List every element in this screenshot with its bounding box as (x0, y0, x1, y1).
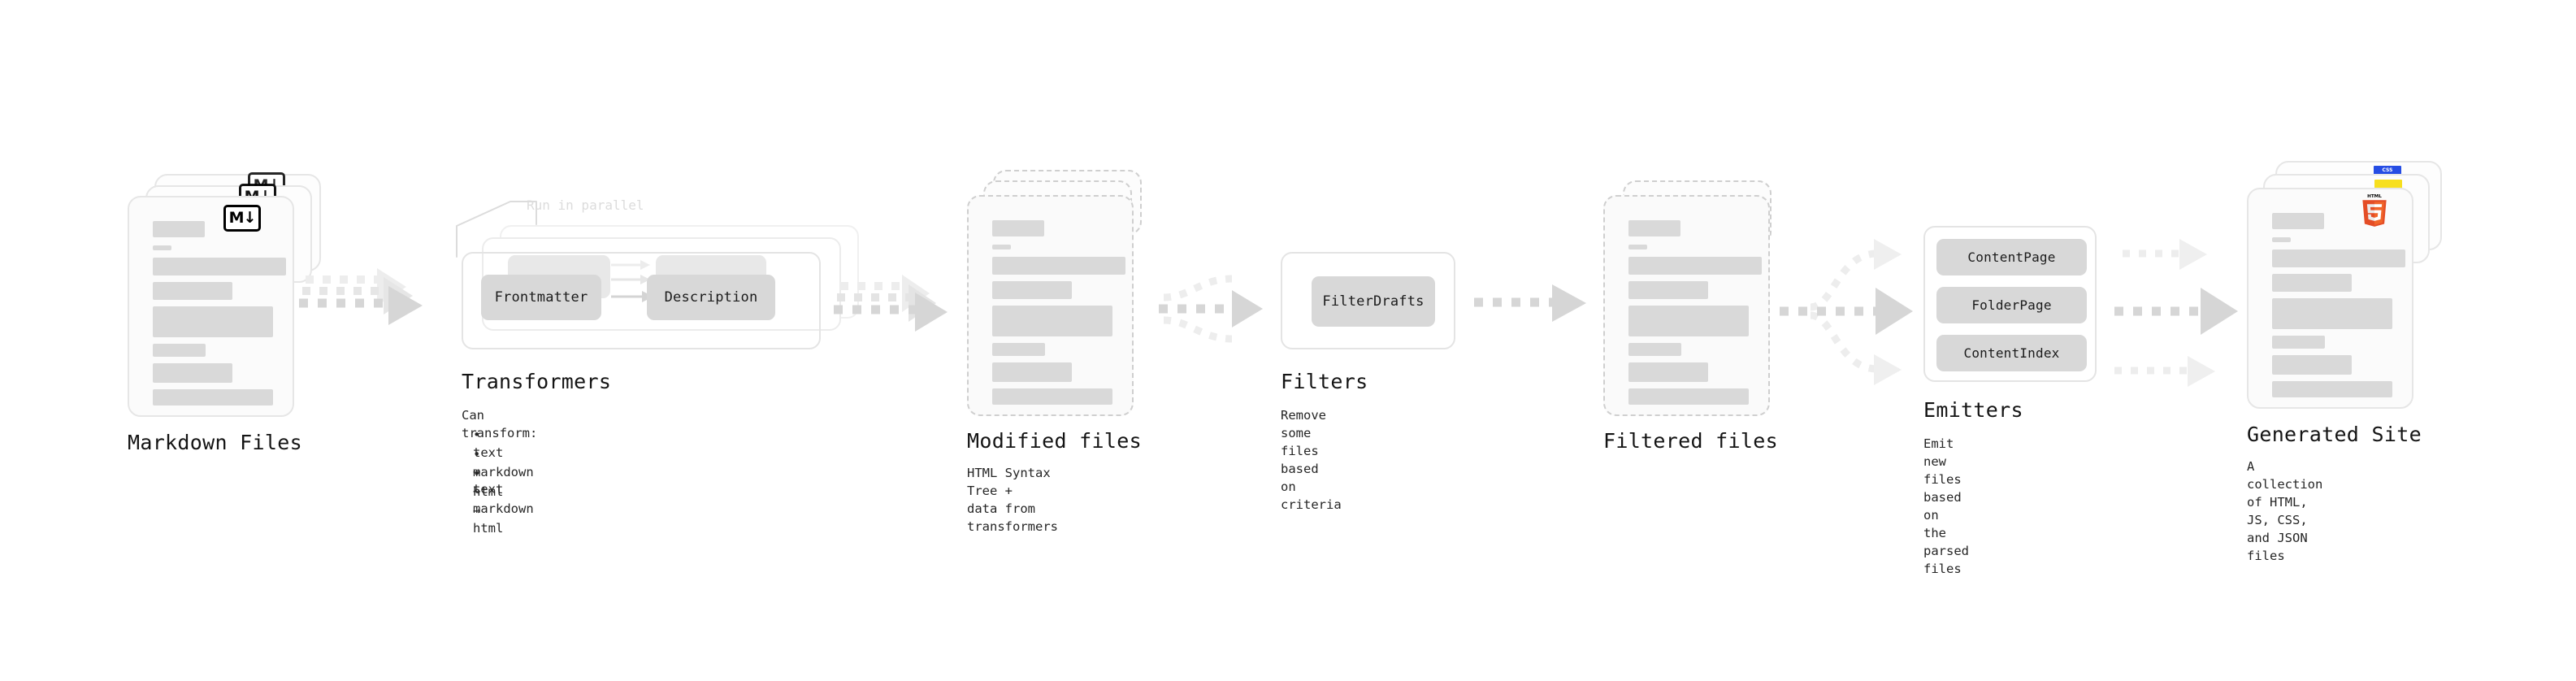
doc-line (2272, 237, 2291, 242)
transformer-chip-frontmatter-label: Frontmatter (494, 289, 588, 306)
doc-line (1628, 281, 1708, 299)
arrow-filtered-to-emitters (1780, 239, 1913, 385)
stage-subtitle-filters: Remove some files based on criteria (1281, 408, 1342, 512)
doc-line (992, 220, 1044, 236)
doc-line (992, 306, 1112, 336)
doc-line (1628, 343, 1681, 356)
doc-line (153, 258, 286, 275)
doc-line (153, 344, 206, 357)
emitters-chip-folderpage[interactable]: FolderPage (1936, 287, 2087, 323)
stage-title-transformers: Transformers (462, 370, 612, 393)
stage-subtitle-transformers: Can transform: (462, 408, 538, 440)
stage-subtitle-modified-files: HTML Syntax Tree + data from transformer… (967, 466, 1058, 534)
run-in-parallel-bracket (456, 201, 537, 258)
arrow-modified-to-filters (1159, 275, 1263, 343)
filters-chip-filterdrafts[interactable]: FilterDrafts (1312, 276, 1435, 327)
arrow-transformers-to-modified (834, 275, 948, 332)
filters-panel: FilterDrafts (1281, 252, 1455, 349)
emitters-chip-folderpage-label: FolderPage (1971, 297, 2052, 313)
doc-line (1628, 220, 1680, 236)
markdown-badge-icon: M↓ (223, 205, 261, 232)
doc-line (153, 282, 232, 300)
site-card-front (2247, 188, 2413, 409)
doc-line (153, 306, 273, 337)
transformer-chip-description-label: Description (664, 289, 758, 306)
stage-title-emitters: Emitters (1923, 398, 2023, 422)
markdown-card-front (128, 196, 294, 417)
arrow-filters-to-filtered (1474, 284, 1586, 322)
transformer-chip-frontmatter[interactable]: Frontmatter (481, 275, 601, 320)
transformers-bullet-1: • text → text (473, 427, 504, 497)
doc-line (992, 388, 1112, 405)
doc-line (1628, 245, 1647, 249)
svg-text:HTML: HTML (2367, 194, 2382, 199)
stage-title-modified-files: Modified files (967, 429, 1142, 453)
doc-line (153, 389, 273, 406)
modified-card-front (967, 195, 1134, 416)
stage-title-generated-site: Generated Site (2247, 423, 2422, 446)
transformers-bullet-3: • html → html (473, 466, 504, 536)
doc-line (992, 245, 1011, 249)
doc-line (2272, 213, 2324, 229)
emitters-chip-contentindex[interactable]: ContentIndex (1936, 335, 2087, 371)
emitters-chip-contentpage[interactable]: ContentPage (1936, 239, 2087, 275)
emitters-chip-contentindex-label: ContentIndex (1963, 345, 2060, 361)
doc-line (153, 221, 205, 237)
doc-line (2272, 336, 2325, 349)
doc-line (153, 363, 232, 383)
stage-title-filtered-files: Filtered files (1603, 429, 1778, 453)
css-badge-icon: CSS (2374, 166, 2401, 175)
doc-line (1628, 306, 1749, 336)
transformer-panel-front: Frontmatter Description (462, 252, 821, 349)
transformer-inner-arrows (611, 260, 653, 302)
doc-line (2272, 355, 2352, 375)
transformer-chip-description[interactable]: Description (647, 275, 775, 320)
stage-subtitle-generated-site: A collection of HTML, JS, CSS, and JSON … (2247, 459, 2323, 563)
doc-line (992, 343, 1045, 356)
filtered-card-front (1603, 195, 1770, 416)
doc-line (2272, 381, 2392, 397)
arrow-emitters-to-site (2114, 239, 2238, 387)
run-in-parallel-label: Run in parallel (527, 197, 644, 213)
emitters-chip-contentpage-label: ContentPage (1967, 249, 2056, 265)
doc-line (992, 281, 1072, 299)
html5-badge-icon: HTML (2362, 194, 2387, 227)
doc-line (2272, 274, 2352, 292)
doc-line (1628, 388, 1749, 405)
stage-subtitle-emitters: Emit new files based on the parsed files (1923, 436, 1969, 576)
transformers-bullet-2: • markdown → markdown (473, 447, 534, 517)
doc-line (1628, 362, 1708, 382)
doc-line (2272, 249, 2405, 267)
doc-line (992, 257, 1125, 275)
filters-chip-filterdrafts-label: FilterDrafts (1322, 293, 1425, 310)
stage-title-markdown-files: Markdown Files (128, 431, 302, 454)
arrow-markdown-to-transformers (299, 268, 423, 325)
doc-line (2272, 298, 2392, 329)
doc-line (1628, 257, 1762, 275)
doc-line (992, 362, 1072, 382)
stage-title-filters: Filters (1281, 370, 1368, 393)
doc-line (153, 245, 171, 250)
emitters-panel: ContentPage FolderPage ContentIndex (1923, 226, 2097, 382)
